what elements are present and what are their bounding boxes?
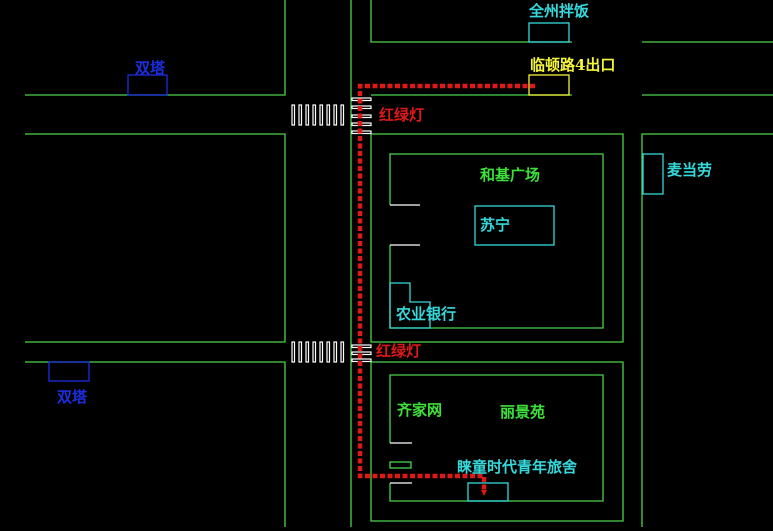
label-heji-plaza: 和基广场 [480,166,541,184]
label-traffic-light-bottom: 红绿灯 [376,342,422,360]
mcdonalds-box [642,153,664,195]
destination-marker [481,490,487,496]
label-shuangta-bottom: 双塔 [57,388,88,406]
label-hostel: 睐童时代青年旅舍 [457,458,578,476]
label-suning: 苏宁 [480,216,511,234]
label-lijing-yuan: 丽景苑 [500,403,546,421]
label-shuangta-top: 双塔 [135,59,166,77]
walking-route [357,83,535,492]
road-edges [25,0,773,527]
label-qijia-wang: 齐家网 [397,401,443,419]
label-mcdonalds: 麦当劳 [667,161,713,179]
label-quanzhou-banfan: 全州拌饭 [529,2,590,20]
shuangta-top-box [127,74,168,96]
lindun-exit-box [528,74,570,96]
hostel-box [467,482,509,502]
shuangta-bottom-box [48,361,90,382]
suning-box [474,205,555,246]
label-traffic-light-top: 红绿灯 [379,106,425,124]
crosswalk-bottom [291,341,372,363]
label-agri-bank: 农业银行 [396,305,457,323]
quanzhou-banfan-box [528,22,570,43]
label-lindun-road-exit: 临顿路4出口 [530,56,616,74]
entrance-lines [390,204,420,484]
agri-bank-box [389,282,431,329]
